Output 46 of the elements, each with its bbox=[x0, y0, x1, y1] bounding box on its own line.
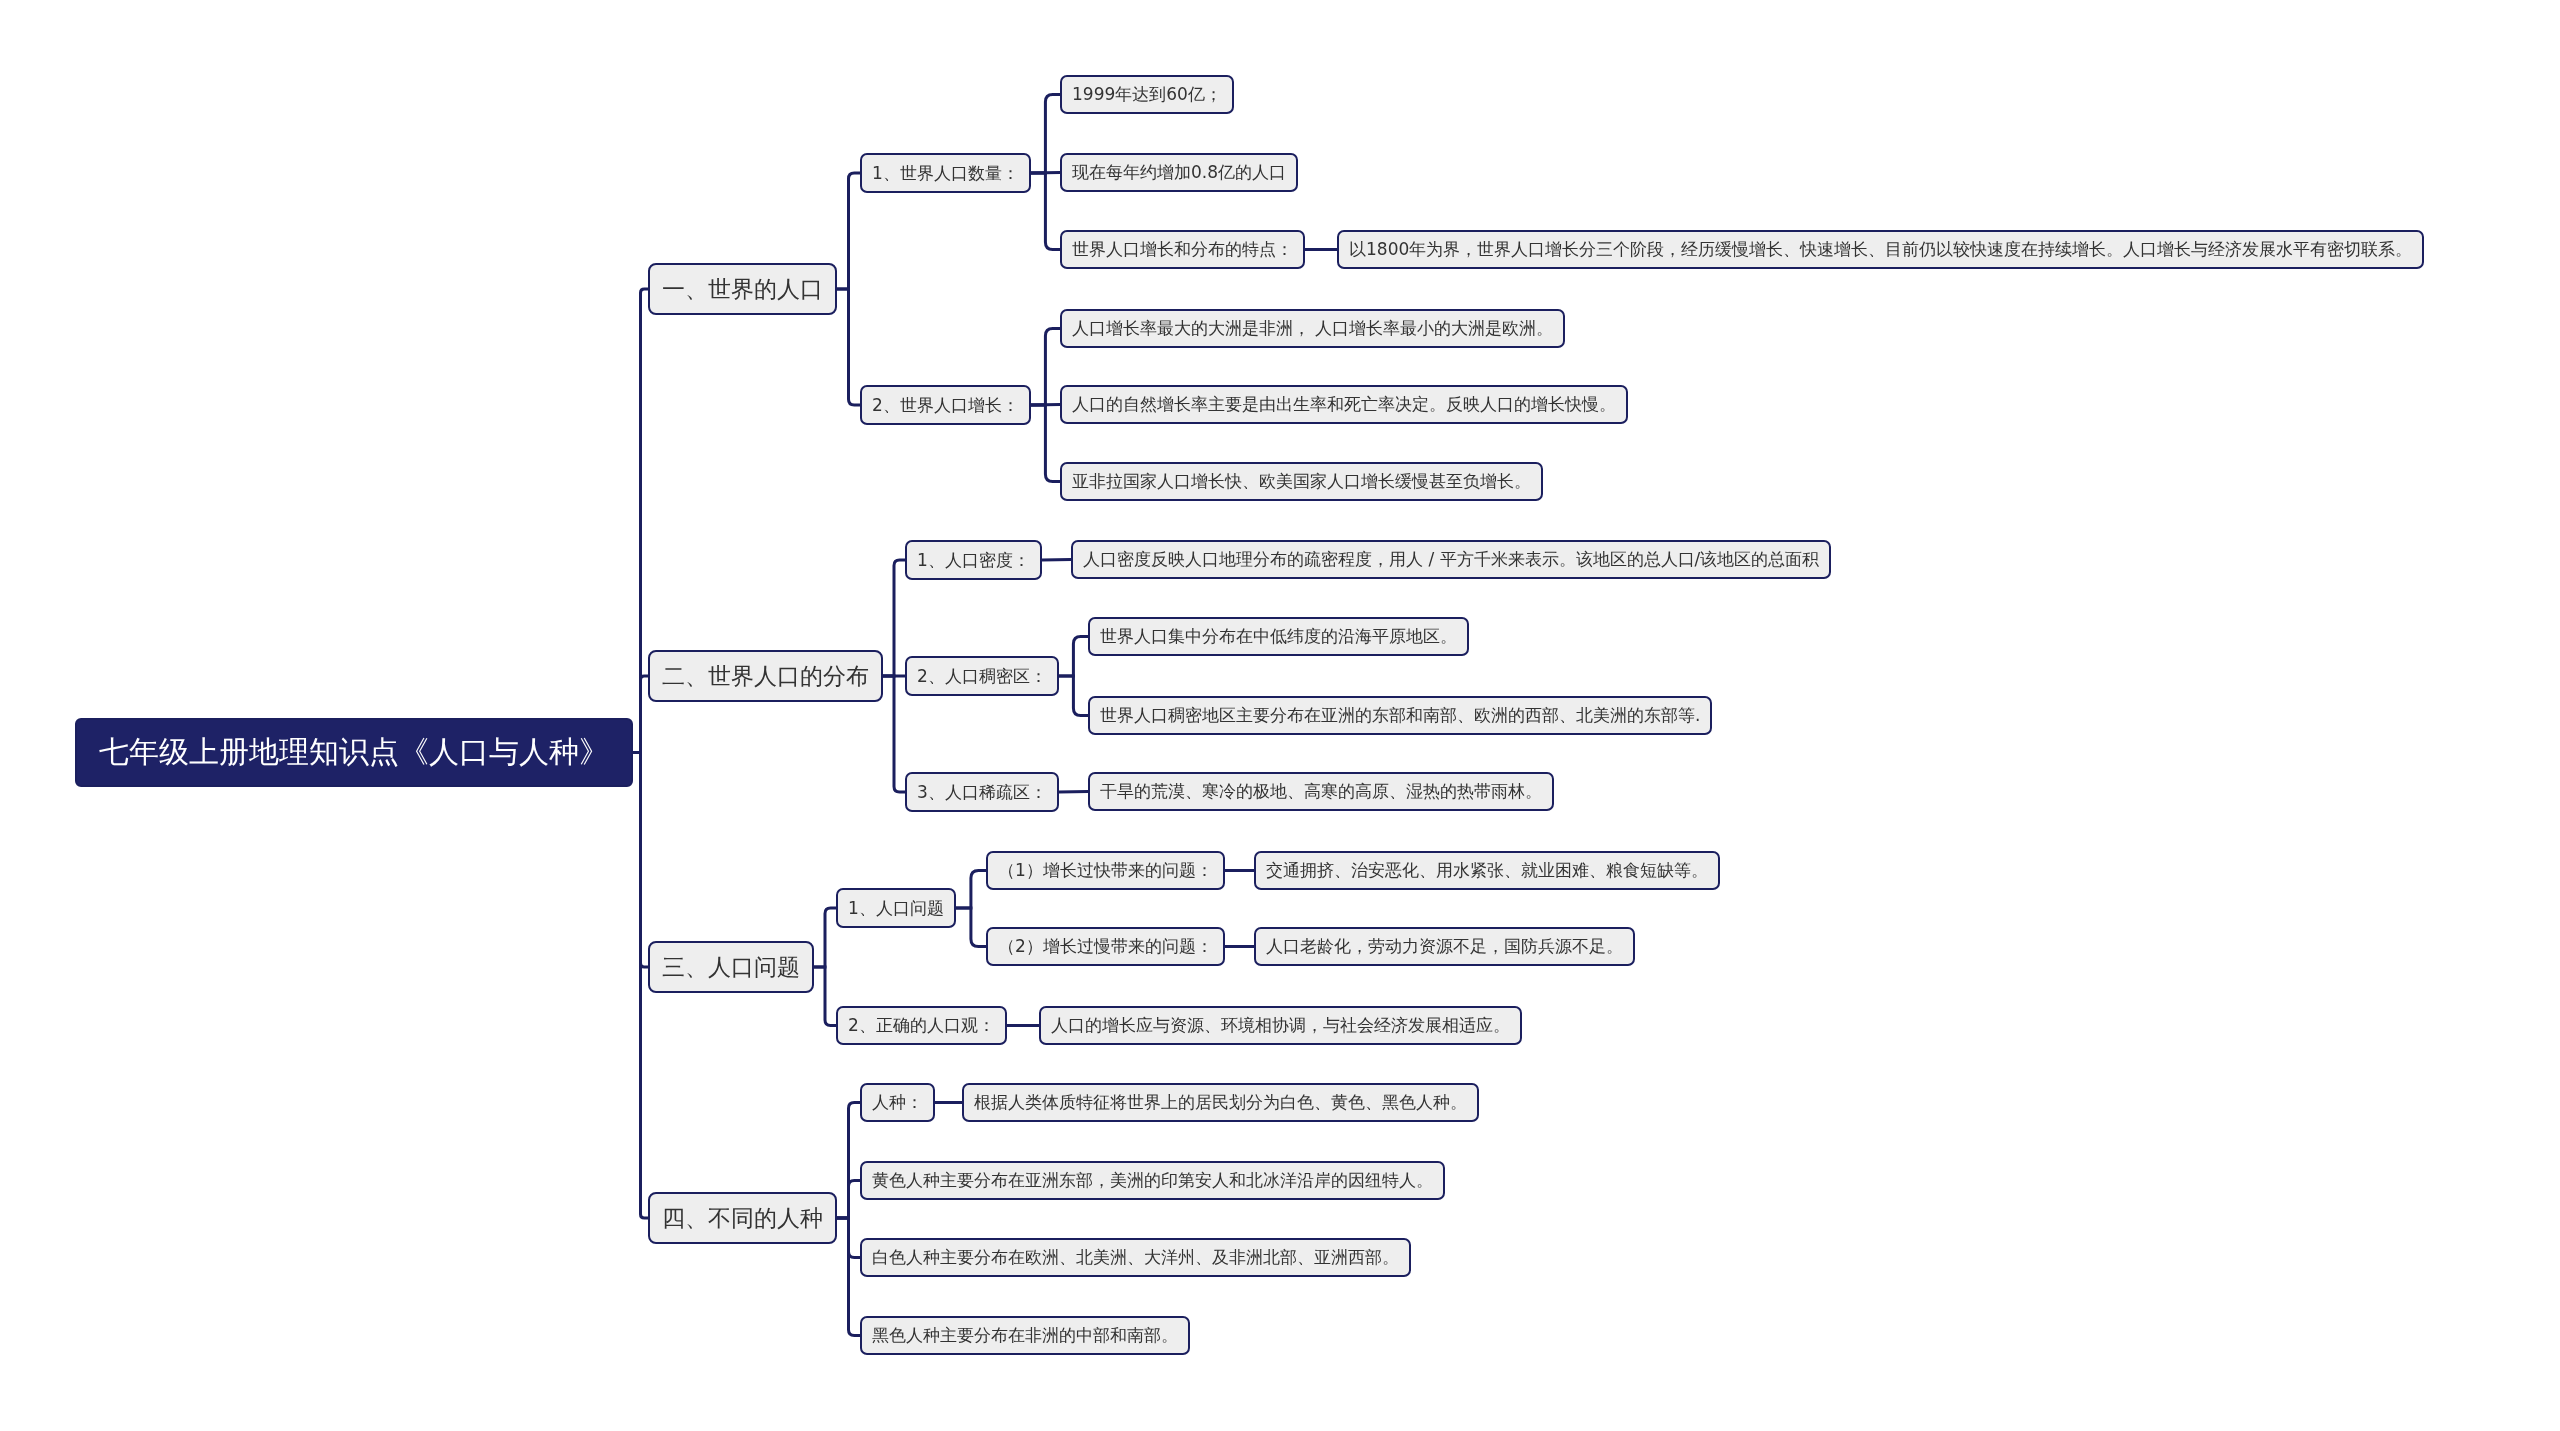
subtopic-box: 2、人口稠密区： bbox=[905, 656, 1059, 696]
note-box: 亚非拉国家人口增长快、欧美国家人口增长缓慢甚至负增长。 bbox=[1060, 462, 1543, 501]
note-box: 根据人类体质特征将世界上的居民划分为白色、黄色、黑色人种。 bbox=[962, 1083, 1479, 1122]
note-box: 以1800年为界，世界人口增长分三个阶段，经历缓慢增长、快速增长、目前仍以较快速度在持续增长。人口增长与经济发展水平有密切联系。 bbox=[1337, 230, 2425, 269]
title-box: 七年级上册地理知识点《人口与人种》 bbox=[75, 718, 633, 787]
connector bbox=[1058, 674, 1088, 717]
connector bbox=[1006, 1024, 1039, 1027]
topic-box: 二、世界人口的分布 bbox=[648, 650, 883, 702]
connector bbox=[935, 1101, 962, 1104]
note-box: 现在每年约增加0.8亿的人口 bbox=[1060, 153, 1299, 192]
subtopic-box: 人种： bbox=[860, 1083, 935, 1122]
note-box: 人口的增长应与资源、环境相协调，与社会经济发展相适应。 bbox=[1039, 1006, 1522, 1045]
note-box: 人口老龄化，劳动力资源不足，国防兵源不足。 bbox=[1254, 927, 1635, 966]
connector bbox=[1030, 171, 1061, 175]
connector bbox=[1030, 171, 1060, 251]
subtopic-box: 1、人口问题 bbox=[836, 888, 956, 928]
subtopic-box: 2、正确的人口观： bbox=[836, 1006, 1007, 1045]
topic-box: 三、人口问题 bbox=[648, 941, 814, 993]
connector bbox=[1224, 945, 1254, 948]
connector bbox=[955, 906, 986, 948]
connector bbox=[1058, 790, 1089, 794]
note-box: （1）增长过快带来的问题： bbox=[986, 851, 1225, 890]
note-box: 世界人口集中分布在中低纬度的沿海平原地区。 bbox=[1088, 617, 1469, 656]
subtopic-box: 1、世界人口数量： bbox=[860, 153, 1031, 193]
connector bbox=[1030, 403, 1060, 483]
subtopic-box: 3、人口稀疏区： bbox=[905, 772, 1059, 812]
note-box: 干旱的荒漠、寒冷的极地、高寒的高原、湿热的热带雨林。 bbox=[1088, 772, 1554, 811]
note-box: 人口增长率最大的大洲是非洲， 人口增长率最小的大洲是欧洲。 bbox=[1060, 309, 1566, 348]
note-box: 交通拥挤、治安恶化、用水紧张、就业困难、粮食短缺等。 bbox=[1254, 851, 1720, 890]
connector bbox=[1224, 869, 1254, 872]
connector bbox=[1305, 248, 1337, 251]
note-box: 人口的自然增长率主要是由出生率和死亡率决定。反映人口的增长快慢。 bbox=[1060, 385, 1628, 424]
note-box: 黑色人种主要分布在非洲的中部和南部。 bbox=[860, 1316, 1190, 1355]
note-box: 世界人口稠密地区主要分布在亚洲的东部和南部、欧洲的西部、北美洲的东部等. bbox=[1088, 696, 1713, 735]
topic-box: 四、不同的人种 bbox=[648, 1192, 837, 1244]
topic-box: 一、世界的人口 bbox=[648, 263, 837, 315]
connector bbox=[1041, 558, 1072, 562]
subtopic-box: 2、世界人口增长： bbox=[860, 385, 1031, 425]
note-box: 世界人口增长和分布的特点： bbox=[1060, 230, 1305, 269]
note-box: 人口密度反映人口地理分布的疏密程度，用人 / 平方千米来表示。该地区的总人口/该地区的总面积 bbox=[1071, 540, 1832, 579]
connector bbox=[1030, 403, 1061, 407]
note-box: 1999年达到60亿； bbox=[1060, 75, 1234, 114]
subtopic-box: 1、人口密度： bbox=[905, 540, 1042, 580]
note-box: 白色人种主要分布在欧洲、北美洲、大洋州、及非洲北部、亚洲西部。 bbox=[860, 1238, 1411, 1277]
note-box: 黄色人种主要分布在亚洲东部，美洲的印第安人和北冰洋沿岸的因纽特人。 bbox=[860, 1161, 1445, 1200]
note-box: （2）增长过慢带来的问题： bbox=[986, 927, 1225, 966]
